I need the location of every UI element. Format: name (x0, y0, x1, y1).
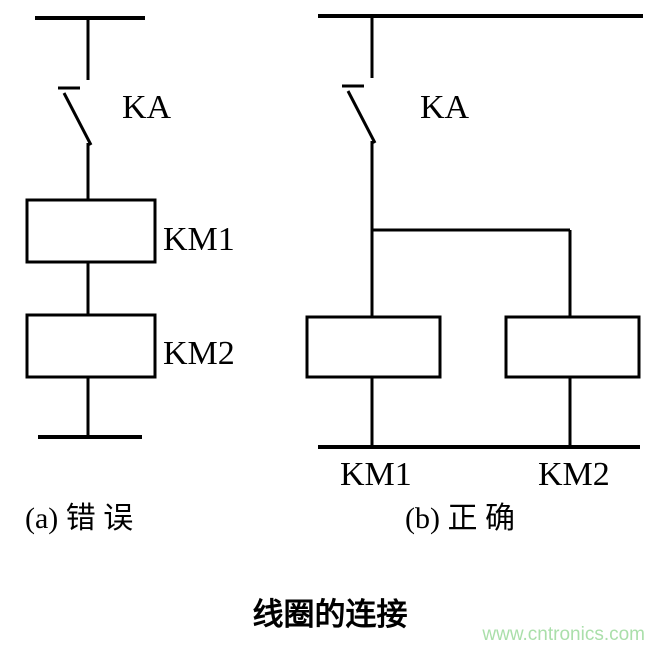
km1-label-a: KM1 (163, 221, 235, 258)
ka-label-b: KA (420, 89, 470, 126)
ka-contact-blade-b (346, 90, 377, 144)
coil-km1-box-b (305, 315, 442, 379)
diagram-title: 线圈的连接 (253, 597, 408, 632)
circuit-b-correct: KA KM1 KM2 (b) 正 确 (305, 14, 643, 535)
ka-contact-blade-a (62, 92, 93, 146)
caption-a: (a) 错 误 (25, 502, 133, 535)
watermark: www.cntronics.com (481, 624, 645, 645)
circuit-a-wrong: KA KM1 KM2 (a) 错 误 (25, 16, 235, 535)
coil-km2-box-b (504, 315, 641, 379)
km2-label-a: KM2 (163, 335, 235, 372)
ka-label-a: KA (122, 89, 172, 126)
km1-label-b: KM1 (340, 456, 412, 493)
coil-km2-box-a (25, 313, 157, 379)
km2-label-b: KM2 (538, 456, 610, 493)
caption-b: (b) 正 确 (405, 502, 515, 535)
coil-km1-box-a (25, 198, 157, 264)
